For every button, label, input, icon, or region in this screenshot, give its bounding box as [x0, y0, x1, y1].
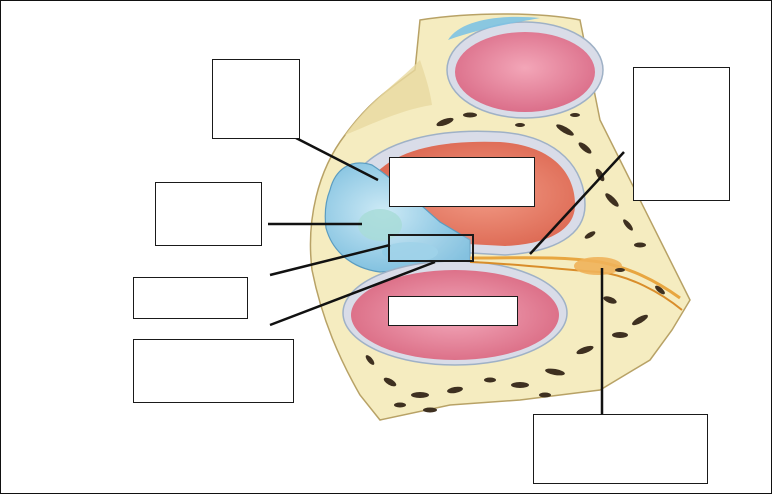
label-box-center-small[interactable]	[388, 234, 474, 262]
label-box-top-left[interactable]	[212, 59, 300, 139]
label-box-bottom-left[interactable]	[133, 339, 294, 403]
label-box-center-lower[interactable]	[388, 296, 518, 326]
label-box-center-upper[interactable]	[389, 157, 535, 207]
label-box-lower-left-small[interactable]	[133, 277, 248, 319]
label-box-mid-left[interactable]	[155, 182, 262, 246]
label-box-top-right[interactable]	[633, 67, 730, 201]
label-box-bottom-right[interactable]	[533, 414, 708, 484]
